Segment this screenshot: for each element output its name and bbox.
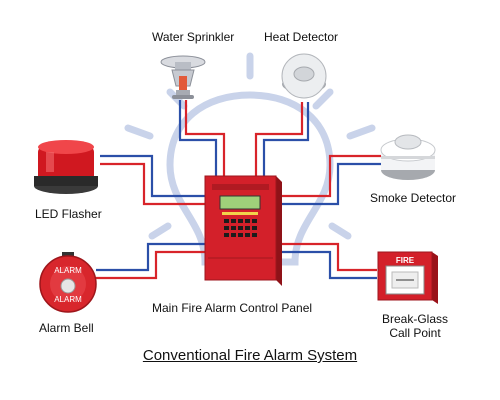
wire-bell-blue	[96, 242, 205, 272]
fire-sign-text: FIRE	[396, 256, 415, 265]
water-sprinkler-icon	[160, 55, 206, 99]
label-heat-detector: Heat Detector	[264, 30, 339, 44]
bulb-ray-right-upper	[312, 88, 334, 110]
bell-text-top: ALARM	[54, 266, 82, 275]
led-flasher-icon	[34, 140, 98, 194]
alarm-bell-icon: ALARM ALARM	[39, 252, 97, 313]
bulb-ray-left-lower	[148, 222, 172, 240]
bulb-ray-left	[124, 124, 154, 140]
wire-bell-red	[96, 250, 205, 280]
label-break-glass: Break-Glass Call Point	[370, 312, 460, 340]
panel-header-strip	[212, 184, 269, 190]
panel-keypad	[224, 219, 257, 237]
bulb-outline	[124, 52, 376, 266]
bulb-ray-right	[346, 124, 376, 140]
wire-sprinkler-blue	[178, 100, 218, 180]
wiring	[96, 100, 383, 280]
panel-display	[219, 195, 261, 210]
label-smoke-detector: Smoke Detector	[370, 191, 457, 205]
wire-heat-blue	[262, 102, 310, 180]
smoke-detector-icon	[380, 134, 436, 180]
control-panel	[204, 175, 282, 286]
wire-smoke-blue	[276, 162, 383, 206]
wire-callpoint-red	[276, 242, 377, 272]
heat-detector-icon	[281, 53, 327, 99]
panel-status-lights	[222, 212, 258, 215]
bulb-ray-right-lower	[328, 222, 352, 240]
wire-heat-red	[254, 102, 304, 180]
wire-flasher-blue	[100, 154, 205, 198]
bell-text-bottom: ALARM	[54, 295, 82, 304]
label-break-glass-line1: Break-Glass	[381, 312, 449, 326]
panel-side	[276, 176, 282, 286]
wire-smoke-red	[276, 154, 383, 198]
wire-sprinkler-red	[184, 100, 226, 180]
label-water-sprinkler: Water Sprinkler	[152, 30, 235, 44]
break-glass-call-point-icon: FIRE	[377, 251, 438, 304]
label-led-flasher: LED Flasher	[35, 207, 102, 221]
diagram-title: Conventional Fire Alarm System	[142, 347, 358, 364]
bulb-glass	[166, 91, 334, 266]
label-control-panel: Main Fire Alarm Control Panel	[152, 301, 313, 315]
wire-flasher-red	[100, 162, 205, 206]
label-alarm-bell: Alarm Bell	[39, 321, 94, 335]
label-break-glass-line2: Call Point	[389, 326, 441, 340]
wire-callpoint-blue	[276, 250, 377, 280]
